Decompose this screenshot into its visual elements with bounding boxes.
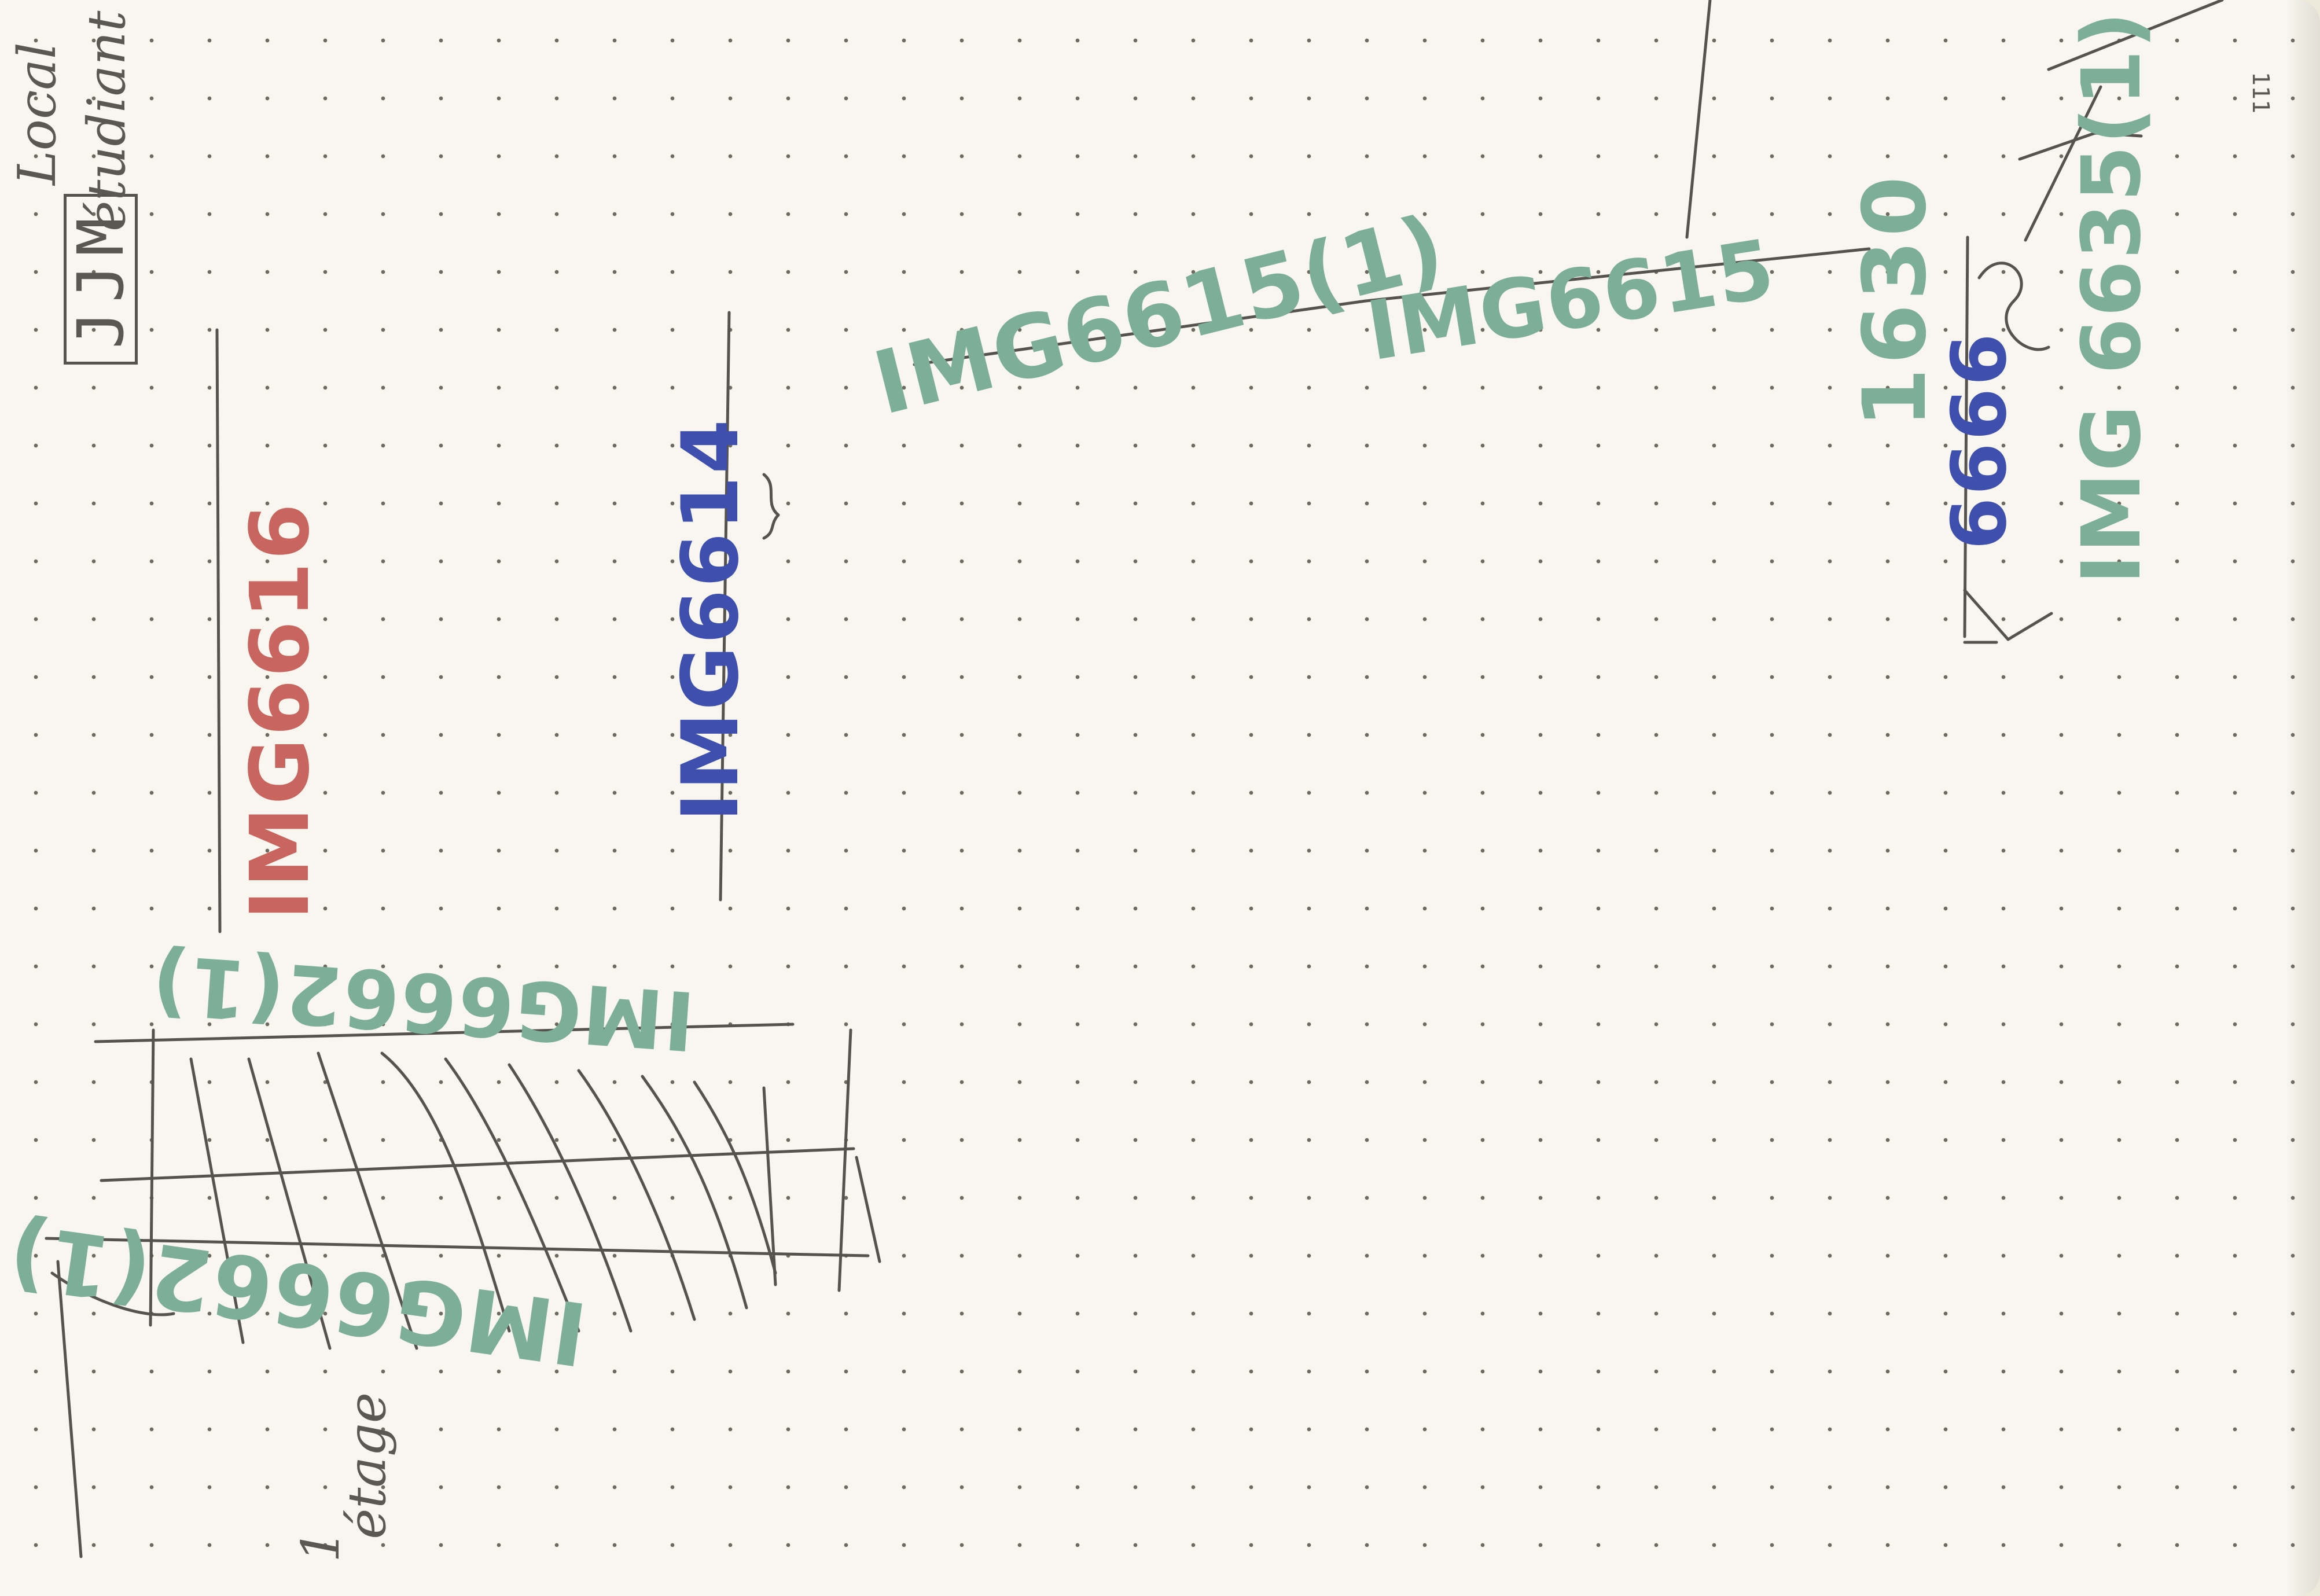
label-6666: 6666 [1935,331,2023,550]
label-1630: 1630 [1845,172,1946,428]
floor-note-etage: étage [337,1392,398,1539]
label-img6614: IMG6614 [665,417,756,822]
page-number: 111 [2247,71,2274,114]
header-note-etudiant: étudiant [76,10,137,231]
label-img6616: IMG6616 [233,501,328,920]
label-img6635-1: IMG 6635(1) [2065,10,2159,584]
header-note-local: Local [7,42,68,185]
